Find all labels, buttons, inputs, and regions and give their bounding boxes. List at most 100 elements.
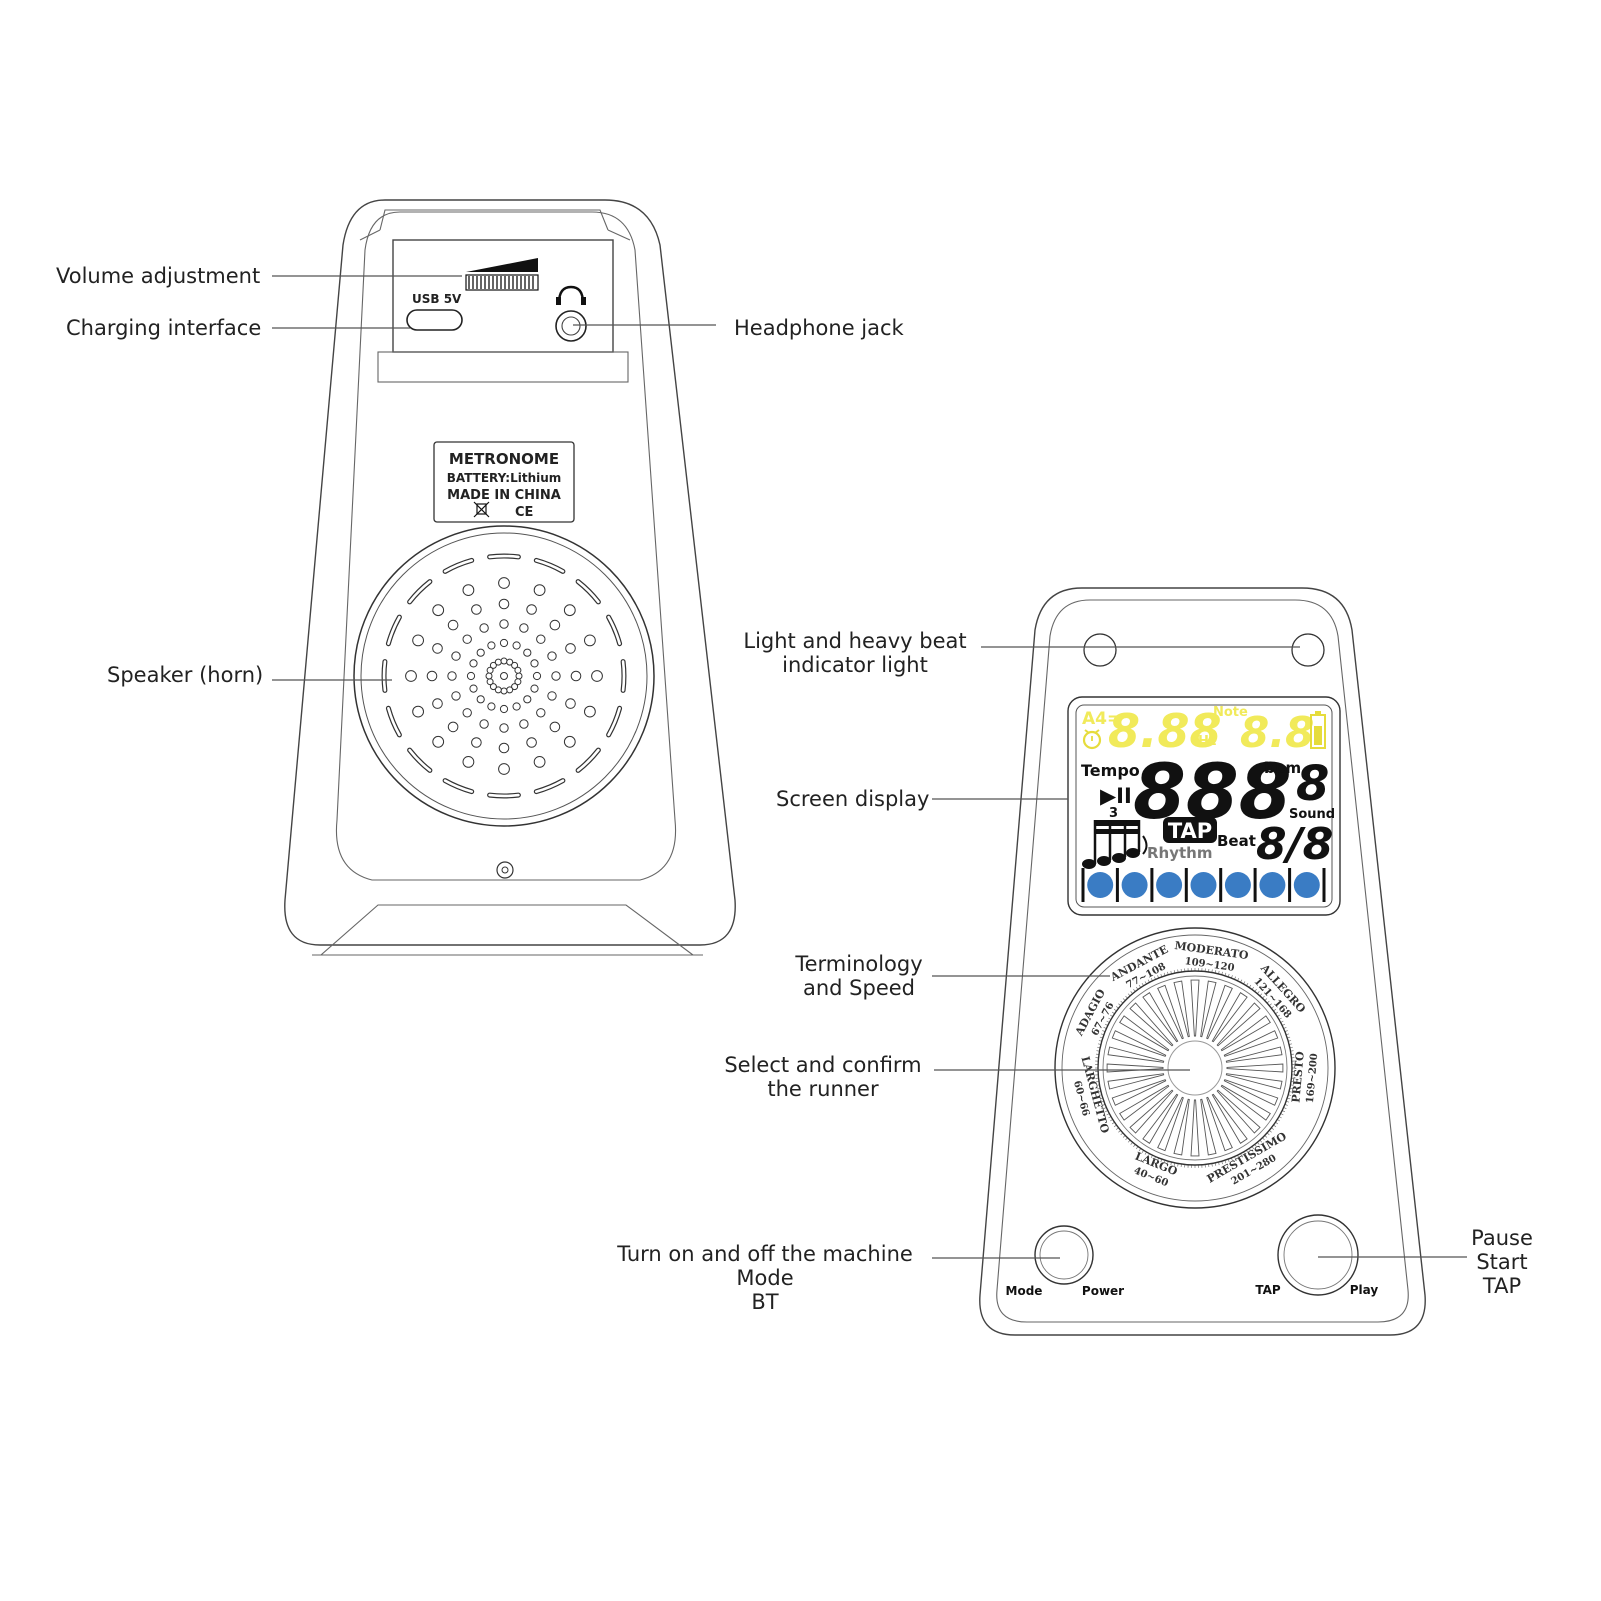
dial-spoke [1190, 1099, 1200, 1157]
front-view: A4= 8.88 Hz Note 8.8 Tempo ▶II 888 bpm 8 [979, 587, 1426, 1336]
lcd-glass [1075, 704, 1333, 908]
callout-terminology-line1: Terminology [794, 952, 922, 976]
dial-spoke [1220, 1084, 1271, 1121]
speaker-hole [498, 742, 510, 754]
lcd-hz-unit: Hz [1198, 734, 1216, 749]
lcd-a4-label: A4= [1082, 709, 1121, 729]
speaker-hole [506, 658, 514, 666]
volume-wedge-icon [466, 258, 538, 272]
ce-mark: CE [515, 505, 533, 520]
tempo-dial[interactable]: LARGO40~60LARGHETTO60~66ADAGIO67~76ANDAN… [1054, 927, 1336, 1209]
speaker-hole [432, 698, 443, 709]
speaker-hole [471, 737, 482, 748]
speaker-hole [506, 686, 514, 694]
speaker-hole [563, 735, 576, 748]
usb-port[interactable] [406, 309, 463, 331]
speaker-hole [432, 643, 443, 654]
speaker-hole [512, 641, 521, 650]
speaker-hole [412, 634, 425, 647]
dial-spoke [1206, 1096, 1233, 1152]
front-body-inner [996, 599, 1409, 1323]
lcd-note-digits: 8.8 [1240, 708, 1314, 757]
product-label [433, 441, 575, 523]
label-battery: BATTERY:Lithium [447, 471, 562, 485]
lcd-battery-icon [1310, 711, 1326, 749]
lcd-sound-label: Sound [1289, 807, 1335, 822]
volume-slider[interactable] [465, 258, 539, 291]
speaker-hole [489, 661, 497, 669]
callout-play-line1: Pause [1471, 1226, 1533, 1250]
dial-spoke [1216, 1089, 1261, 1134]
speaker-hole [549, 721, 561, 733]
beat-dot [1224, 872, 1251, 898]
speaker-hole [500, 687, 508, 695]
speaker-hole [565, 643, 576, 654]
speaker-hole [512, 702, 521, 711]
speaker-hole [451, 651, 461, 661]
beat-indicator-light-left [1083, 633, 1117, 667]
speaker-hole [584, 705, 596, 718]
callout-power-line1: Turn on and off the machine [616, 1242, 913, 1266]
dial-spoke [1216, 1002, 1261, 1047]
speaker-hole [547, 651, 557, 661]
mode-power-button[interactable] [1034, 1225, 1094, 1285]
speaker-hole [462, 756, 475, 768]
callout-runner-line1: Select and confirm [724, 1053, 921, 1077]
back-bevel-right [607, 229, 631, 241]
dial-spoke [1142, 1093, 1179, 1144]
dial-spoke [1157, 1096, 1184, 1152]
speaker-hole [462, 634, 472, 644]
callout-headphone: Headphone jack [734, 316, 905, 340]
speaker-hole [523, 695, 532, 704]
speaker-hole [469, 684, 478, 693]
dial-spoke [1107, 1046, 1165, 1063]
lcd-tempo-label: Tempo [1081, 761, 1140, 780]
dial-spoke [1119, 1015, 1170, 1052]
back-panel-shelf [377, 351, 629, 383]
speaker-hole [526, 604, 537, 615]
speaker-grille [353, 525, 655, 827]
beat-indicator-light-right [1291, 633, 1325, 667]
power-label: Power [1082, 1284, 1124, 1298]
dial-term-range: 169~200 [1305, 1053, 1320, 1104]
speaker-hole [498, 763, 510, 775]
volume-ribs [468, 276, 534, 289]
dial-center-button[interactable] [1167, 1040, 1223, 1096]
speaker-hole [533, 756, 546, 768]
speaker-hole [489, 683, 497, 691]
callout-play-line3: TAP [1482, 1274, 1521, 1298]
speaker-holes [381, 553, 627, 799]
speaker-hole [549, 619, 561, 631]
callout-power-line3: BT [751, 1290, 778, 1314]
beat-dot [1259, 872, 1286, 898]
speaker-hole [412, 705, 425, 718]
speaker-hole [462, 708, 472, 718]
dial-spoke [1226, 1063, 1284, 1073]
speaker-hole [486, 678, 494, 686]
volume-thumbwheel [465, 274, 539, 291]
label-title: METRONOME [449, 450, 559, 468]
dial-spoke [1225, 1073, 1283, 1090]
dial-outer-ring-inner [1061, 934, 1329, 1202]
speaker-hole [519, 719, 529, 729]
speaker-hole [498, 577, 510, 589]
speaker-inner-ring [360, 532, 648, 820]
mode-label: Mode [1006, 1284, 1043, 1298]
speaker-hole [405, 670, 417, 682]
speaker-hole [487, 702, 496, 711]
lcd-alarm-icon [1082, 729, 1102, 750]
speaker-hole [500, 672, 508, 680]
speaker-hole [499, 723, 509, 733]
speaker-hole [514, 666, 522, 674]
speaker-hole [532, 671, 542, 681]
speaker-hole [471, 604, 482, 615]
callout-indicator-line2: indicator light [782, 653, 928, 677]
callout-play-line2: Start [1476, 1250, 1527, 1274]
back-view: USB 5V METRONOME BATTERY:Lithium MADE IN… [284, 199, 736, 956]
speaker-hole [551, 671, 561, 681]
tap-play-button[interactable] [1277, 1214, 1359, 1296]
play-label: Play [1350, 1283, 1379, 1297]
speaker-hole [523, 648, 532, 657]
speaker-hole [514, 678, 522, 686]
dial-spoke [1107, 1073, 1165, 1090]
